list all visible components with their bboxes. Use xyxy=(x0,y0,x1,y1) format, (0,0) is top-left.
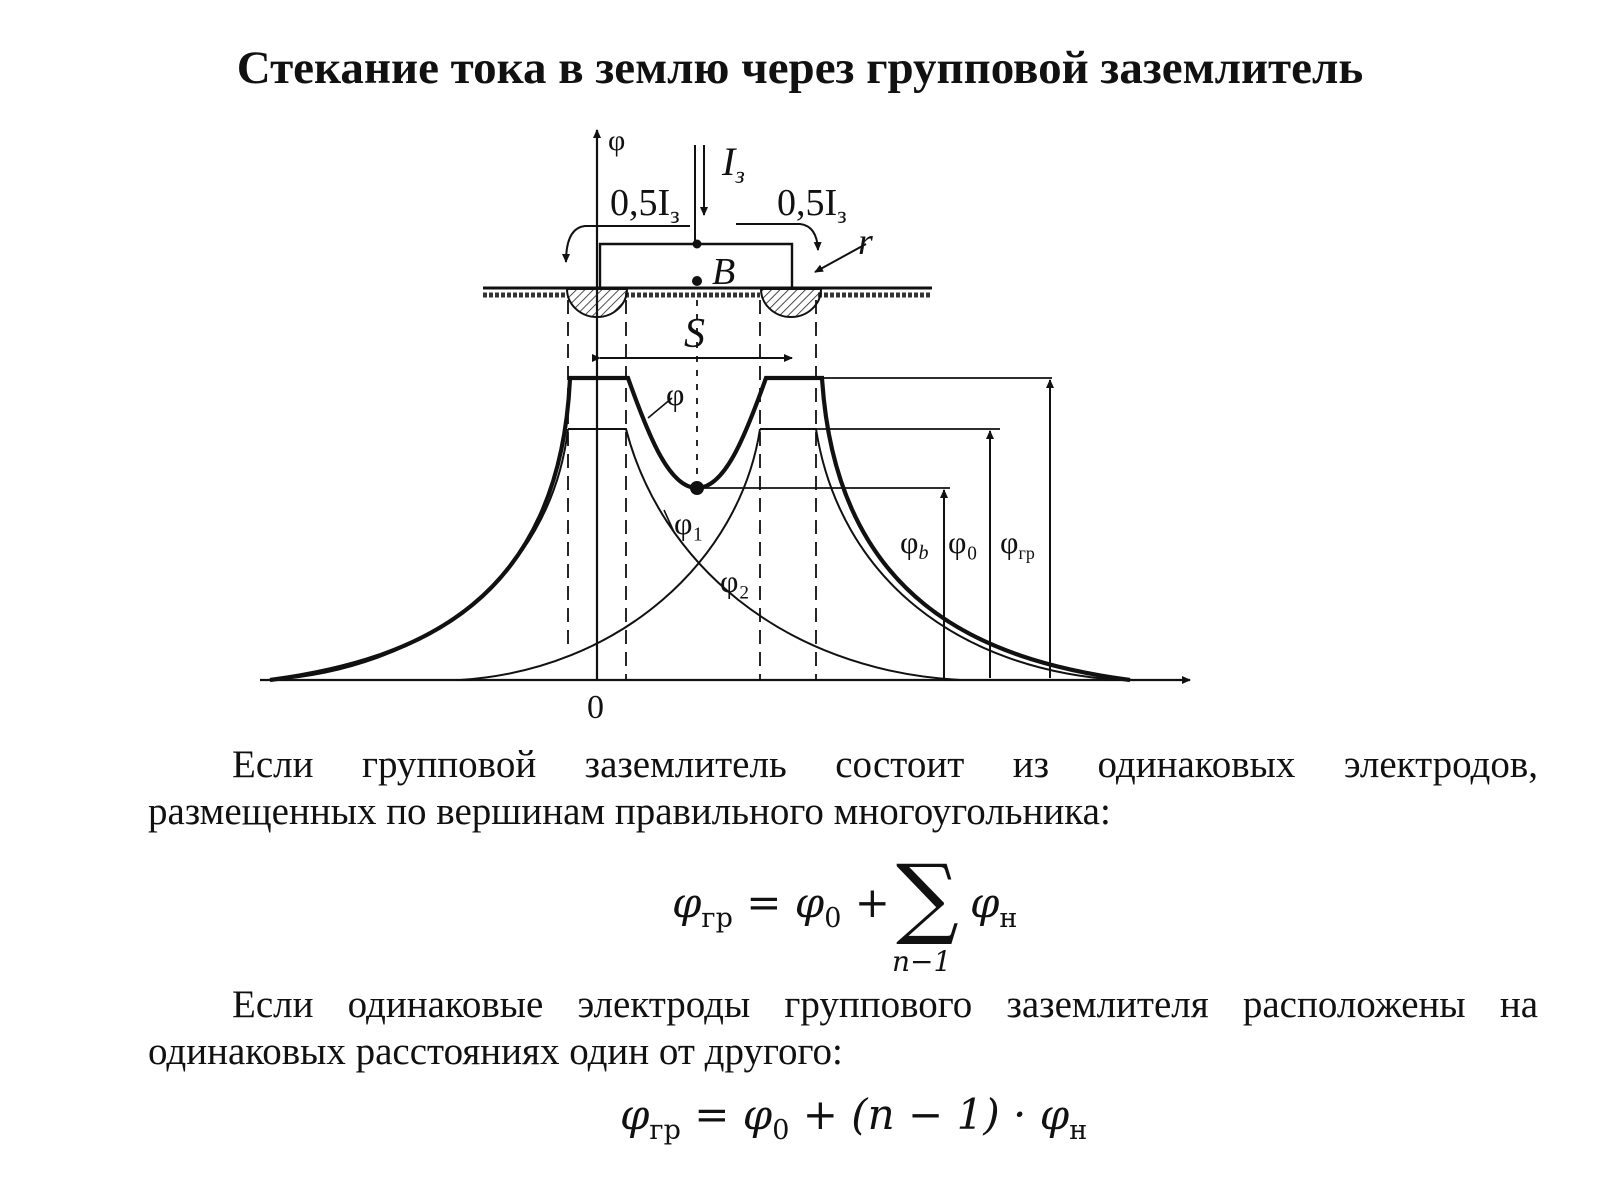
electrode-left xyxy=(565,288,629,318)
slide-title: Стекание тока в землю через групповой за… xyxy=(236,42,1364,94)
curve-phi1 xyxy=(568,428,961,681)
radius-label: r xyxy=(858,221,873,263)
dim-phib-label: φb xyxy=(900,524,928,564)
formula-polygon: φгр = φ0 + xyxy=(672,878,890,934)
sum-subscript: n−1 xyxy=(892,945,952,978)
current-half-left-label: 0,5Iз xyxy=(610,182,680,229)
electrode-right xyxy=(759,288,823,318)
formula-equal-distances: φгр = φ0 + (n − 1) · φн xyxy=(620,1090,1088,1146)
sum-symbol: ∑ xyxy=(896,845,959,948)
radius-pointer xyxy=(814,243,867,273)
grounding-diagram: φ 0 Iз 0,5Iз 0,5Iз r B S φ φ₁ φ₂ φb φ₀ φ… xyxy=(260,124,1191,726)
curve-phi2 xyxy=(760,428,1121,681)
origin-label: 0 xyxy=(587,689,604,726)
dim-phigr-label: φгр xyxy=(1000,524,1035,563)
formula-polygon-term: φн xyxy=(970,878,1018,934)
point-b-label: B xyxy=(712,251,735,293)
reference-lines xyxy=(697,377,1052,489)
paragraph-polygon: Если групповой заземлитель состоит из од… xyxy=(148,743,1538,833)
curve-phi1-left xyxy=(269,428,569,681)
paragraph-equal-distances: Если одинаковые электроды группового заз… xyxy=(148,983,1538,1073)
ground-surface xyxy=(483,286,932,298)
current-arrow-right xyxy=(736,223,822,251)
current-half-right-label: 0,5Iз xyxy=(777,182,847,229)
curve-phi1-label: φ₁ xyxy=(674,505,704,541)
spacing-label: S xyxy=(684,311,705,357)
point-b-dot xyxy=(692,276,702,286)
curve-phi2-left xyxy=(459,428,761,681)
dim-phi0-label: φ₀ xyxy=(948,524,978,560)
y-axis-label: φ xyxy=(608,124,625,157)
curve-phi2-label: φ₂ xyxy=(720,563,750,599)
junction-point xyxy=(692,239,702,249)
current-main-label: Iз xyxy=(721,139,745,189)
current-arrow-left xyxy=(562,225,690,263)
curve-phi-label: φ xyxy=(666,376,684,412)
